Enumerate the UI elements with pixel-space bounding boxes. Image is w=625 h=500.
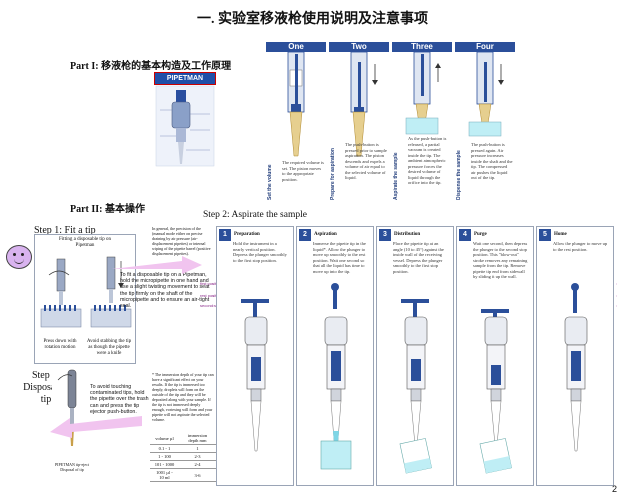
stages-diagram: One Set the volume The required volume i… xyxy=(266,42,516,202)
step-name: Preparation xyxy=(234,232,260,237)
level-label-first: first position xyxy=(200,281,222,286)
step-name: Purge xyxy=(474,232,487,237)
step2-panel-3: 3 Distribution Place the pipette tip at … xyxy=(376,226,454,486)
step1-subtitle: Fitting a disposable tip on Pipetman xyxy=(59,237,111,248)
stage-description: The push-button is pressed prior to samp… xyxy=(345,142,387,180)
page-number: 2 xyxy=(611,484,617,494)
page-title: 一. 实验室移液枪使用说明及注意事项 xyxy=(197,12,428,27)
step2-panel-4: 4 Purge Wait one second, then depress th… xyxy=(456,226,534,486)
step-number: 3 xyxy=(379,229,391,241)
pipette-icon xyxy=(564,283,588,452)
pipette-icon xyxy=(479,309,512,474)
pipette-icon xyxy=(241,299,269,452)
step1-title: Step 1: Fit a tip xyxy=(34,225,96,236)
part1-heading: Part I: 移液枪的基本构造及工作原理 xyxy=(70,57,231,72)
part1-text: 移液枪的基本构造及工作原理 xyxy=(101,61,232,72)
stage-header: Three xyxy=(392,42,452,52)
step-number: 2 xyxy=(299,229,311,241)
pipette-stage-icon xyxy=(287,51,305,157)
part2-text: 基本操作 xyxy=(105,204,145,215)
step1-note: To fit a disposable tip on a Pipetman, h… xyxy=(120,272,210,310)
step-text: Wait one second, then depress the plunge… xyxy=(473,241,528,279)
stage-header: One xyxy=(266,42,326,52)
stage-header: Four xyxy=(455,42,515,52)
step-text: Place the pipette tip at an angle (10 to… xyxy=(393,241,444,274)
stage-description: The push-button is pressed again. Air pr… xyxy=(471,142,513,180)
pipette-icon xyxy=(320,283,352,470)
pipette-stage-icon xyxy=(350,51,378,157)
step2-panel-2: 2 Aspiration Immerse the pipette tip in … xyxy=(296,226,374,486)
stage-side-label: Dispense the sample xyxy=(456,150,462,200)
step-name: Distribution xyxy=(394,232,421,237)
pipetman-logo: PIPETMAN xyxy=(154,72,216,85)
step-name: Home xyxy=(554,232,567,237)
stage-side-label: Set the volume xyxy=(267,164,273,200)
step2-intro: In general, the precision of the (manual… xyxy=(152,226,211,256)
step-number: 5 xyxy=(539,229,551,241)
stage-description: As the push-button is released, a partia… xyxy=(408,136,447,185)
emoji-face-icon xyxy=(6,245,32,269)
tip-fitting-illustration xyxy=(40,256,132,328)
part2-label: Part II: xyxy=(70,204,103,215)
stage-one: One Set the volume The required volume i… xyxy=(266,42,326,202)
step1-caption-left: Press down with rotation motion xyxy=(43,339,77,350)
pipetman-product-image: PIPETMAN xyxy=(150,70,220,170)
stage-description: The required volume is set. The piston m… xyxy=(282,160,324,182)
step1-panel: Fitting a disposable tip on Pipetman xyxy=(34,234,136,364)
stage-side-label: Aspirate the sample xyxy=(393,152,399,200)
stage-three: Three Aspirate the sample As the push-bu… xyxy=(392,42,452,202)
step-text: Immerse the pipette tip in the liquid*. … xyxy=(313,241,366,274)
step2-panel-5: 5 Home Allow the plunger to move up to t… xyxy=(536,226,614,486)
step2-title: Step 2: Aspirate the sample xyxy=(203,210,307,220)
table-header-depth: immersion depth mm xyxy=(178,432,216,445)
step-number: 1 xyxy=(219,229,231,241)
step-number: 4 xyxy=(459,229,471,241)
part2-heading: Part II: 基本操作 xyxy=(70,200,145,215)
pipette-anatomy-icon xyxy=(155,85,215,167)
step3-note: To avoid touching contaminated tips, hol… xyxy=(90,384,149,415)
stage-header: Two xyxy=(329,42,389,52)
step2-panel-1: 1 Preparation Hold the instrument in a n… xyxy=(216,226,294,486)
pointer-arrow-icon xyxy=(50,416,142,438)
step3-caption: PIPETMAN tip-eject Disposal of tip xyxy=(54,462,90,472)
pipette-icon xyxy=(399,299,432,474)
pipette-stage-icon xyxy=(468,51,504,137)
part1-label: Part I: xyxy=(70,61,99,72)
pipette-stage-icon xyxy=(405,51,441,135)
step1-caption-right: Avoid stabbing the tip as though the pip… xyxy=(86,339,132,356)
stage-two: Two Prepare for aspiration The push-butt… xyxy=(329,42,389,202)
step-text: Allow the plunger to move up to the rest… xyxy=(553,241,608,252)
stage-four: Four Dispense the sample The push-button… xyxy=(455,42,515,202)
level-label-rest: rest position xyxy=(200,293,222,298)
step-text: Hold the instrument in a nearly vertical… xyxy=(233,241,287,263)
stage-side-label: Prepare for aspiration xyxy=(330,148,336,200)
table-header-volume: volume µl xyxy=(150,432,179,445)
step2-immersion-note: * The immersion depth of your tip can ha… xyxy=(152,372,214,422)
step3-title: Step 3: Disposal of tip xyxy=(23,370,69,405)
pointer-arrow-icon xyxy=(112,256,202,274)
step-name: Aspiration xyxy=(314,232,337,237)
